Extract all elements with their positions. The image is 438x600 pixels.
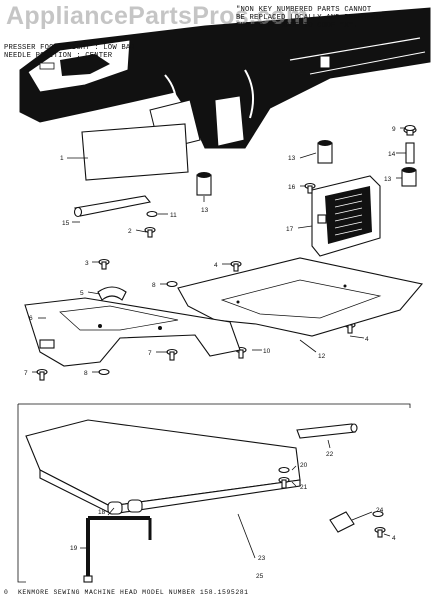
callout-19: 19 (70, 545, 78, 552)
callout-21: 21 (300, 484, 308, 491)
callout-7b: 7 (148, 350, 152, 357)
watermark-text: AppliancePartsPros.com (6, 2, 309, 30)
footer-caption: KENMORE SEWING MACHINE HEAD MODEL NUMBER… (18, 589, 249, 596)
callout-13c: 13 (384, 176, 392, 183)
note-needle-position: NEEDLE POSITION : CENTER (4, 52, 113, 60)
footer-marker: 0 (4, 589, 8, 596)
callout-20: 20 (300, 462, 308, 469)
callout-22: 22 (326, 451, 334, 458)
callout-15: 15 (62, 220, 70, 227)
note-non-key-line3: SHOULD BE MADE TO CODE "X". (236, 22, 358, 30)
callout-18: 18 (98, 509, 106, 516)
callout-7a: 7 (24, 370, 28, 377)
callout-24: 24 (376, 507, 384, 514)
callout-4c: 4 (392, 535, 396, 542)
part-18-19-rod (83, 499, 152, 583)
note-non-key-line2: BE REPLACED LOCALLY AND REFERENCE (236, 14, 385, 22)
callout-8a: 8 (152, 282, 156, 289)
callout-6: 6 (29, 315, 33, 322)
callout-23: 23 (258, 555, 266, 562)
lower-assembly-frame (17, 403, 411, 583)
part-17-bracket (311, 175, 381, 257)
callout-25: 25 (256, 573, 264, 580)
part-13-bushings (196, 55, 417, 196)
part-20-21-screw (278, 466, 290, 489)
callout-3: 3 (85, 260, 89, 267)
part-22-pin (296, 423, 358, 439)
part-24-25-hardware (329, 510, 386, 538)
part-5-clip (97, 286, 127, 301)
callout-13a: 13 (201, 207, 209, 214)
callout-9: 9 (392, 126, 396, 133)
note-non-key-line1: "NON KEY NUMBERED PARTS CANNOT (236, 6, 372, 14)
callout-1: 1 (60, 155, 64, 162)
part-15-rod (73, 195, 152, 218)
note-presser-foot: PRESSER FOOT HEIGHT : LOW BAR (4, 44, 135, 52)
callout-12: 12 (318, 353, 326, 360)
callout-5: 5 (80, 290, 84, 297)
part-1-face-cover (81, 123, 189, 181)
lower-bed-arm (25, 419, 301, 515)
callout-2: 2 (128, 228, 132, 235)
callout-4b: 4 (365, 336, 369, 343)
diagram-footer: 0 KENMORE SEWING MACHINE HEAD MODEL NUMB… (4, 589, 249, 596)
callout-17: 17 (286, 226, 294, 233)
callout-14: 14 (388, 151, 396, 158)
callout-11: 11 (170, 212, 177, 219)
callout-4a: 4 (214, 262, 218, 269)
part-14-pin (403, 126, 417, 164)
leader-lines (32, 127, 406, 559)
callout-labels: 1 2 3 4 5 6 7 7 8 8 9 10 11 12 13 13 13 … (24, 126, 396, 580)
part-12-base-plate (177, 257, 424, 337)
callout-13b: 13 (288, 155, 296, 162)
callout-10: 10 (263, 348, 271, 355)
callout-8b: 8 (84, 370, 88, 377)
left-bed-frame (24, 297, 241, 367)
callout-16: 16 (288, 184, 296, 191)
